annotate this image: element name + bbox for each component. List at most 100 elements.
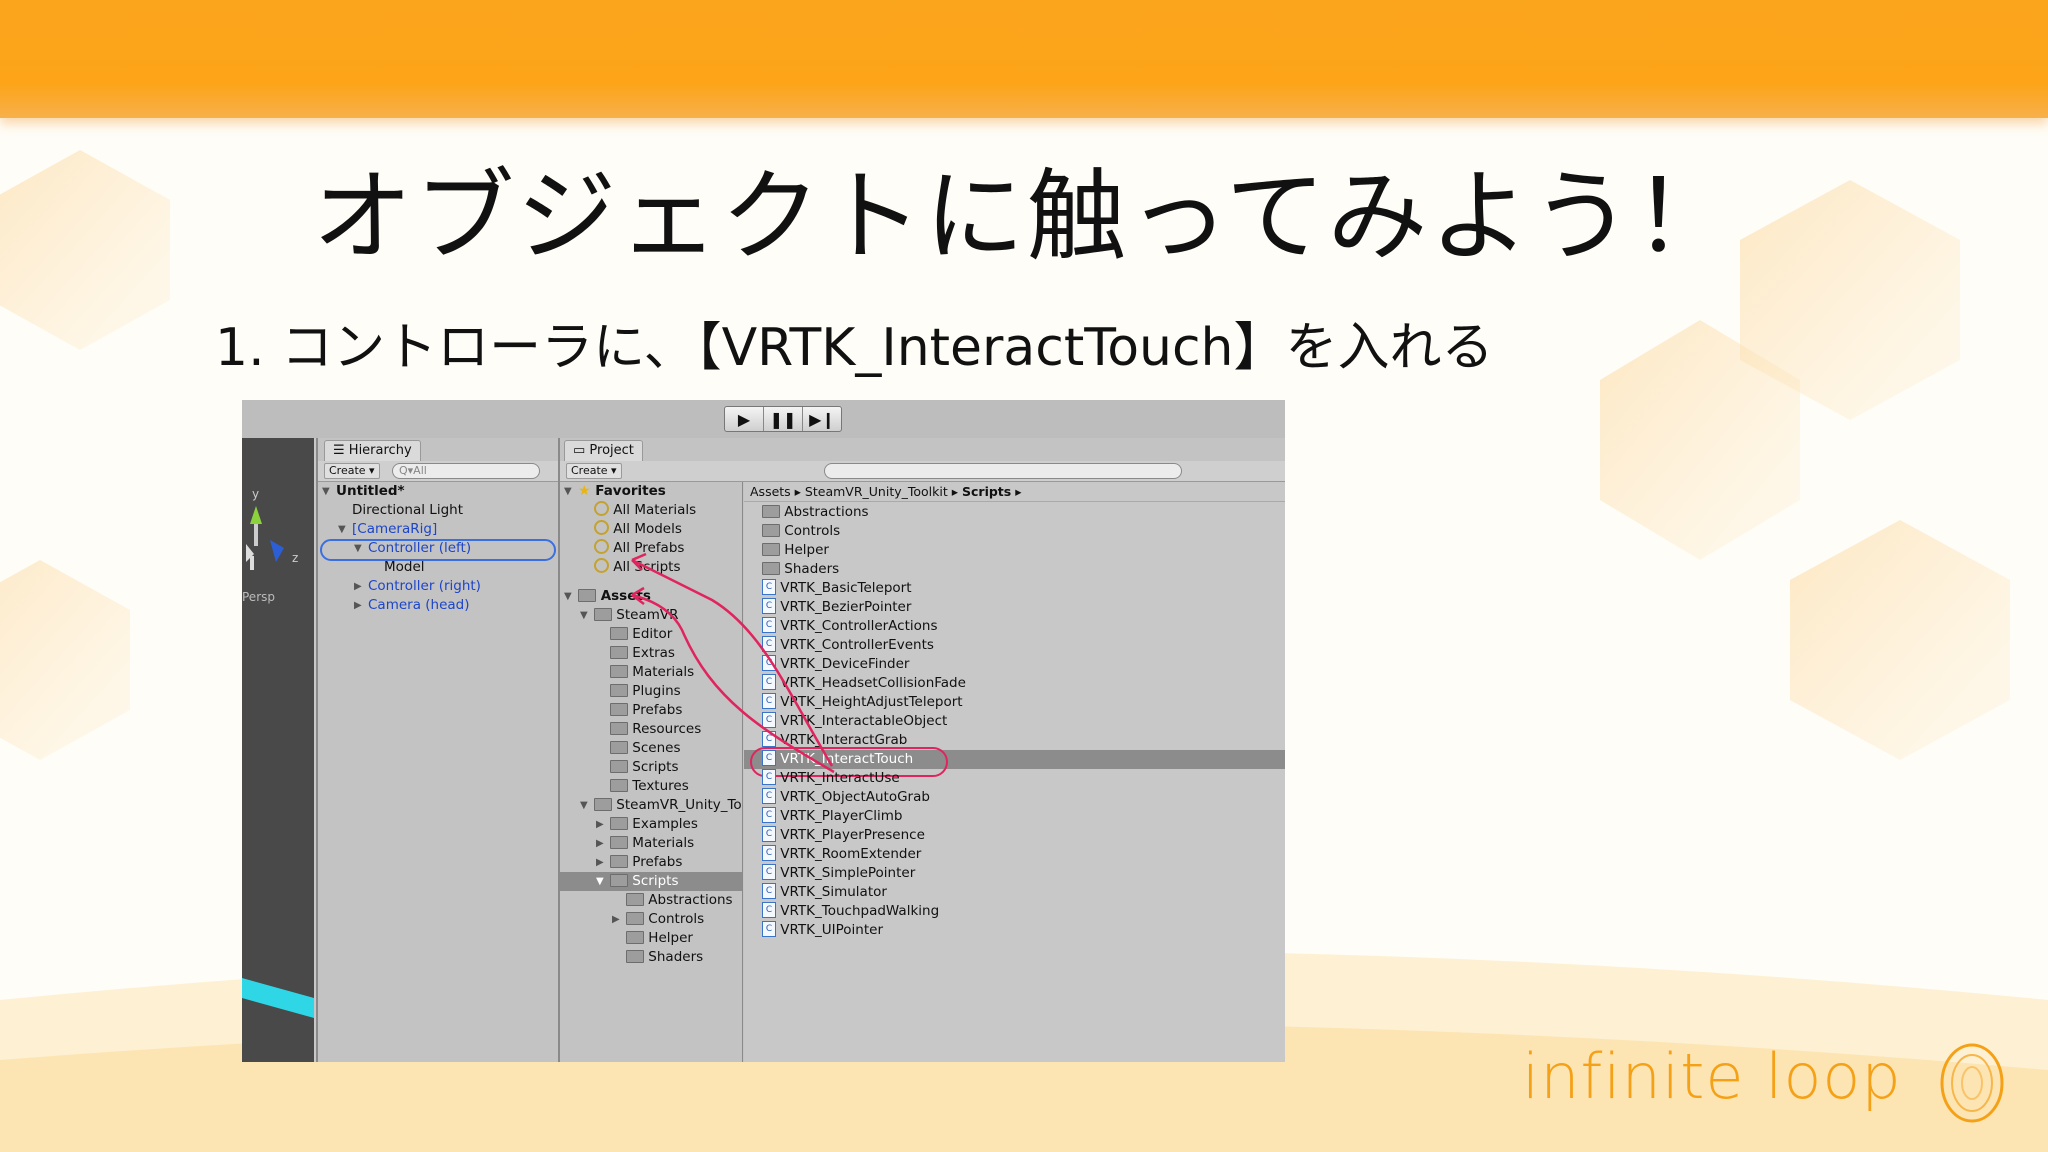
tree-item-selected[interactable]: ▼ Scripts [560, 872, 742, 891]
hierarchy-item-selected[interactable]: ▼ Controller (left) [354, 540, 472, 556]
script-icon: C [762, 826, 776, 842]
pause-icon[interactable]: ❚❚ [764, 407, 803, 431]
hierarchy-item[interactable]: Directional Light [352, 502, 463, 518]
folder-icon [610, 816, 628, 830]
project-search-input[interactable] [824, 463, 1182, 479]
tree-item[interactable]: Plugins [560, 682, 742, 701]
favorite-item[interactable]: All Materials [560, 500, 742, 520]
brand-logo: infinite loop [1522, 1040, 1902, 1113]
tree-item[interactable]: Textures [560, 777, 742, 796]
script-icon: C [762, 579, 776, 595]
tree-item[interactable]: Extras [560, 644, 742, 663]
step-instruction: 1. コントローラに、【VRTK_InteractTouch】を入れる [215, 318, 1494, 378]
tree-item[interactable]: Scenes [560, 739, 742, 758]
script-icon: C [762, 617, 776, 633]
folder-icon [762, 542, 780, 556]
tree-item[interactable]: Prefabs [560, 701, 742, 720]
script-icon: C [762, 636, 776, 652]
script-icon: C [762, 731, 776, 747]
script-icon: C [762, 693, 776, 709]
hierarchy-item[interactable]: ▶ Controller (right) [354, 578, 481, 594]
project-tree: ▼ ★ Favorites All Materials All Models A… [560, 482, 743, 1062]
script-item[interactable]: C VRTK_PlayerPresence [744, 826, 1285, 845]
tree-item[interactable]: Helper [560, 929, 742, 948]
project-content: Assets ▸ SteamVR_Unity_Toolkit ▸ Scripts… [744, 482, 1285, 1062]
tree-item[interactable]: ▶ Materials [596, 835, 695, 851]
script-item[interactable]: C VRTK_InteractableObject [744, 712, 1285, 731]
script-item[interactable]: C VRTK_Simulator [744, 883, 1285, 902]
tree-item[interactable]: ▼ SteamVR_Unity_To [580, 797, 742, 813]
tree-item[interactable]: Materials [560, 663, 742, 682]
favorite-item[interactable]: All Scripts [560, 557, 742, 577]
folder-icon [762, 504, 780, 518]
folder-item[interactable]: Shaders [744, 560, 1285, 579]
favorite-item[interactable]: All Models [560, 519, 742, 539]
tree-item[interactable]: Shaders [560, 948, 742, 967]
script-item[interactable]: C VRTK_HeadsetCollisionFade [744, 674, 1285, 693]
tree-item[interactable]: ▶ Controls [612, 911, 705, 927]
slide-title: オブジェクトに触ってみよう！ [312, 158, 1736, 275]
play-icon[interactable]: ▶ [725, 407, 764, 431]
script-item[interactable]: C VRTK_RoomExtender [744, 845, 1285, 864]
svg-text:y: y [252, 487, 259, 501]
folder-item[interactable]: Helper [744, 541, 1285, 560]
script-item[interactable]: C VRTK_PlayerClimb [744, 807, 1285, 826]
project-panel: ▭ Project Create ▾ ▼ ★ Favorites All Mat… [558, 438, 1285, 1062]
script-icon: C [762, 807, 776, 823]
tree-item[interactable]: ▶ Examples [596, 816, 698, 832]
breadcrumb-item[interactable]: SteamVR_Unity_Toolkit [804, 484, 948, 499]
folder-icon [626, 911, 644, 925]
favorite-item[interactable]: All Prefabs [560, 538, 742, 558]
scene-root[interactable]: ▼ Untitled* [322, 483, 405, 499]
tab-project[interactable]: ▭ Project [564, 440, 643, 461]
hierarchy-item[interactable]: Model [384, 559, 425, 575]
folder-icon [610, 854, 628, 868]
breadcrumb-item[interactable]: Assets [750, 484, 791, 499]
script-item[interactable]: C VRTK_TouchpadWalking [744, 902, 1285, 921]
breadcrumb-item[interactable]: Scripts [962, 484, 1012, 499]
controller-left-highlight [320, 539, 556, 561]
breadcrumb: Assets ▸ SteamVR_Unity_Toolkit ▸ Scripts… [744, 482, 1285, 502]
script-item[interactable]: C VRTK_DeviceFinder [744, 655, 1285, 674]
script-item[interactable]: C VRTK_HeightAdjustTeleport [744, 693, 1285, 712]
folder-item[interactable]: Abstractions [744, 503, 1285, 522]
script-item[interactable]: C VRTK_UIPointer [744, 921, 1285, 940]
tree-item[interactable]: Scripts [560, 758, 742, 777]
hierarchy-search-input[interactable]: Q▾All [392, 463, 540, 479]
hierarchy-panel: ☰ Hierarchy Create ▾ Q▾All ▼ Untitled* D… [316, 438, 558, 1062]
script-item[interactable]: C VRTK_ControllerEvents [744, 636, 1285, 655]
script-item[interactable]: C VRTK_ControllerActions [744, 617, 1285, 636]
project-create-button[interactable]: Create ▾ [566, 463, 622, 479]
list-icon: ☰ [333, 443, 349, 458]
script-icon: C [762, 902, 776, 918]
folder-icon [762, 523, 780, 537]
folder-icon [626, 892, 644, 906]
folder-item[interactable]: Controls [744, 522, 1285, 541]
assets-header[interactable]: ▼ Assets [564, 588, 651, 604]
tree-item[interactable]: Abstractions [560, 891, 742, 910]
tab-hierarchy[interactable]: ☰ Hierarchy [324, 440, 421, 461]
script-icon: C [762, 864, 776, 880]
hierarchy-item[interactable]: ▶ Camera (head) [354, 597, 470, 613]
script-item[interactable]: C VRTK_InteractUse [744, 769, 1285, 788]
script-item[interactable]: C VRTK_SimplePointer [744, 864, 1285, 883]
project-toolbar: Create ▾ [560, 461, 1285, 482]
tree-item[interactable]: Editor [560, 625, 742, 644]
script-item[interactable]: C VRTK_ObjectAutoGrab [744, 788, 1285, 807]
hierarchy-toolbar: Create ▾ Q▾All [318, 461, 558, 482]
script-item[interactable]: C VRTK_BezierPointer [744, 598, 1285, 617]
tree-item[interactable]: ▶ Prefabs [596, 854, 683, 870]
folder-icon [610, 740, 628, 754]
scene-view[interactable]: y z Persp [242, 438, 314, 1062]
tree-item[interactable]: ▼ SteamVR [580, 607, 679, 623]
tree-item[interactable]: Resources [560, 720, 742, 739]
folder-icon [626, 930, 644, 944]
hierarchy-create-button[interactable]: Create ▾ [324, 463, 380, 479]
favorites-header[interactable]: ▼ ★ Favorites [564, 483, 666, 499]
script-icon: C [762, 674, 776, 690]
step-icon[interactable]: ▶❙ [809, 409, 835, 429]
script-item[interactable]: C VRTK_BasicTeleport [744, 579, 1285, 598]
hierarchy-item[interactable]: ▼ [CameraRig] [338, 521, 438, 537]
svg-text:z: z [292, 551, 298, 565]
folder-icon [610, 683, 628, 697]
